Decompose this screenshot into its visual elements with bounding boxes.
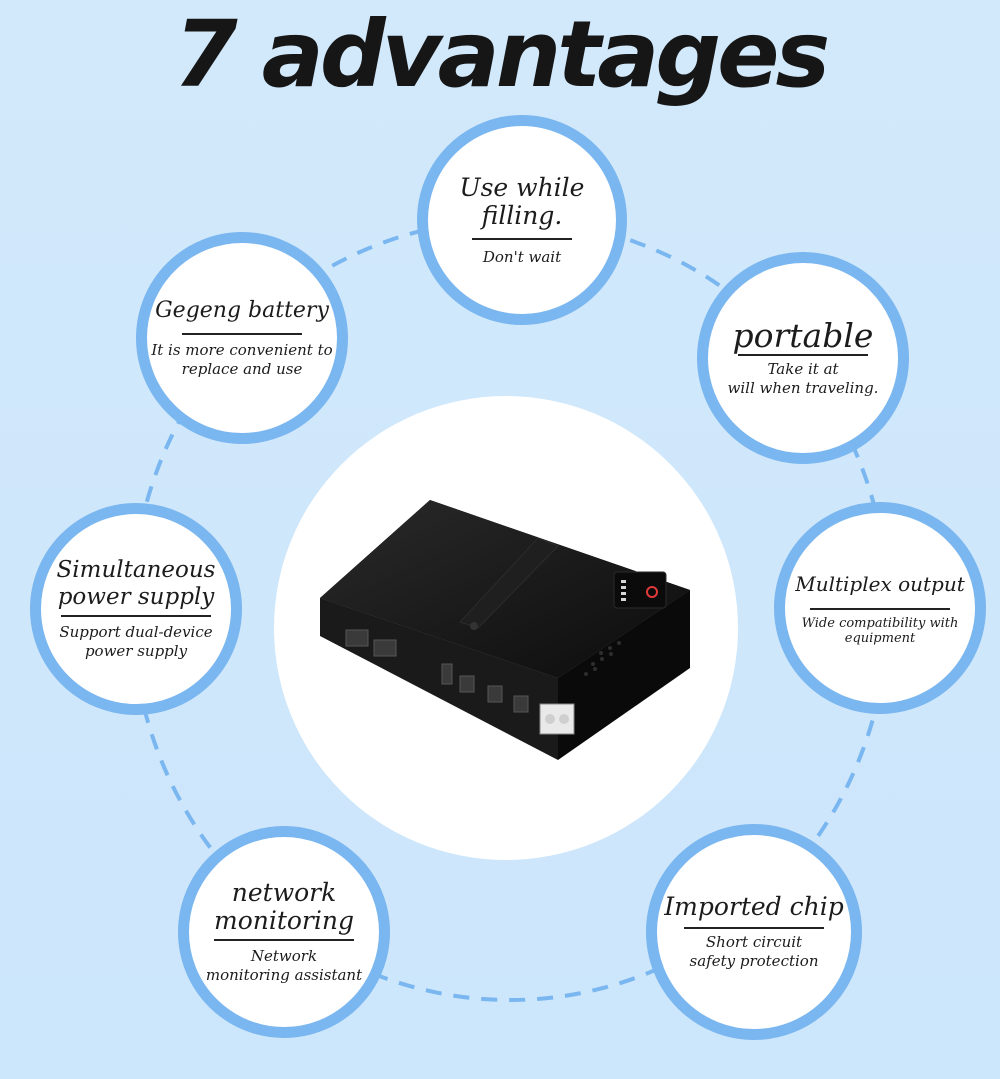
advantage-subtitle: Short circuit	[705, 933, 803, 951]
divider	[738, 354, 868, 356]
advantage-heading: Simultaneous	[56, 557, 216, 583]
advantage-network-monitoring: network monitoring Network monitoring as…	[178, 826, 390, 1038]
divider	[214, 939, 354, 941]
divider	[472, 237, 572, 240]
advantage-heading: power supply	[57, 584, 215, 610]
advantage-multiplex-output: Multiplex output Wide compatibility with…	[774, 502, 986, 714]
advantage-subtitle: It is more convenient to	[151, 341, 333, 359]
page-title: 7 advantages	[173, 1, 831, 108]
power-icon	[646, 586, 658, 598]
advantage-heading: portable	[732, 316, 874, 355]
advantage-heading: monitoring	[213, 906, 354, 935]
advantage-heading: Imported chip	[664, 892, 844, 921]
advantage-subtitle: will when traveling.	[727, 379, 879, 397]
advantage-subtitle: replace and use	[181, 360, 303, 378]
advantage-subtitle: Take it at	[767, 360, 839, 378]
advantage-imported-chip: Imported chip Short circuit safety prote…	[646, 824, 862, 1040]
advantage-subtitle: Support dual-device	[59, 623, 213, 641]
advantage-subtitle: Wide compatibility with	[801, 616, 959, 631]
advantage-subtitle: safety protection	[689, 952, 819, 970]
advantage-portable: portable Take it at will when traveling.	[697, 252, 909, 464]
divider	[810, 608, 950, 610]
advantage-subtitle: monitoring assistant	[205, 966, 363, 984]
ups-device-image	[320, 500, 690, 760]
advantage-subtitle: Don't wait	[482, 247, 562, 266]
advantage-subtitle: equipment	[844, 631, 916, 646]
divider	[684, 927, 824, 929]
divider	[61, 615, 211, 617]
advantage-heading: Use while filling.	[459, 172, 585, 230]
advantage-gegeng-battery: Gegeng battery It is more convenient to …	[136, 232, 348, 444]
advantage-heading: Multiplex output	[795, 572, 965, 596]
advantage-subtitle: power supply	[84, 642, 188, 660]
advantage-heading: Gegeng battery	[155, 298, 329, 323]
advantage-use-while-filling: Use while filling. Don't wait	[417, 115, 627, 325]
advantage-subtitle: Network	[250, 947, 318, 965]
advantage-heading: network	[231, 878, 337, 907]
advantage-simultaneous-power: Simultaneous power supply Support dual-d…	[30, 503, 242, 715]
divider	[182, 333, 302, 335]
